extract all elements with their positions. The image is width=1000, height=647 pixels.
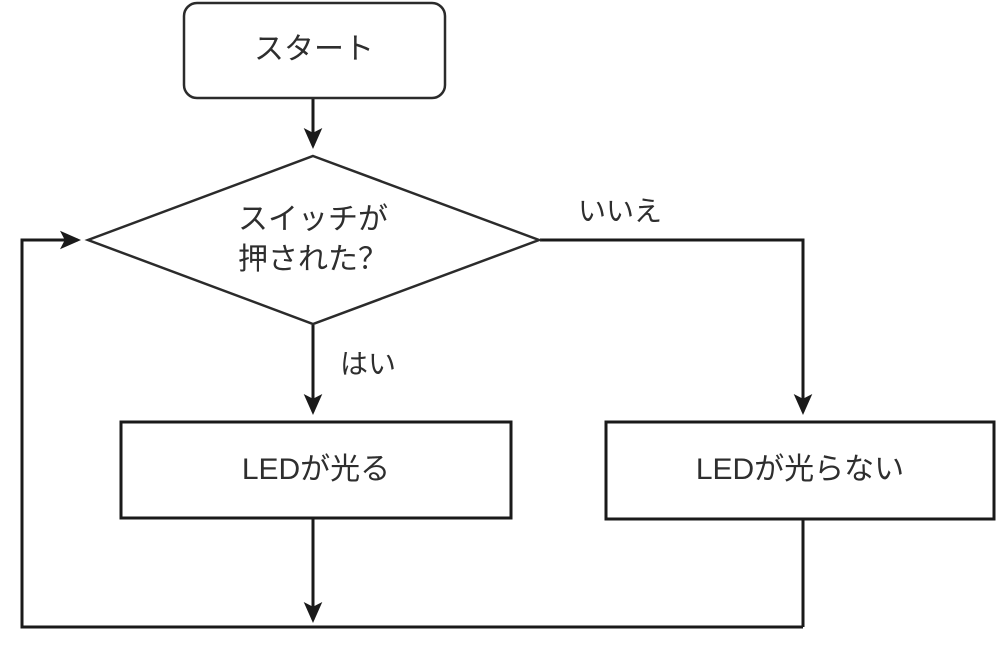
node-decision-label-line1: スイッチが xyxy=(238,203,388,236)
node-led-on-label: LEDが光る xyxy=(242,453,390,486)
node-decision-shape[interactable] xyxy=(84,154,543,326)
edge-loop-back-to-decision xyxy=(20,230,803,629)
node-led-off-label: LEDが光らない xyxy=(696,453,904,486)
node-led-on-shape[interactable] xyxy=(119,420,513,520)
node-decision-label-line2: 押された？ xyxy=(238,243,388,276)
node-led-off-shape[interactable] xyxy=(604,420,996,521)
edge-label-no: いいえ xyxy=(578,195,662,226)
edge-decision-no-to-led-off xyxy=(540,238,813,415)
node-start-label: スタート xyxy=(254,33,374,66)
node-start-shape[interactable] xyxy=(182,1,447,100)
edge-label-yes: はい xyxy=(340,348,396,379)
